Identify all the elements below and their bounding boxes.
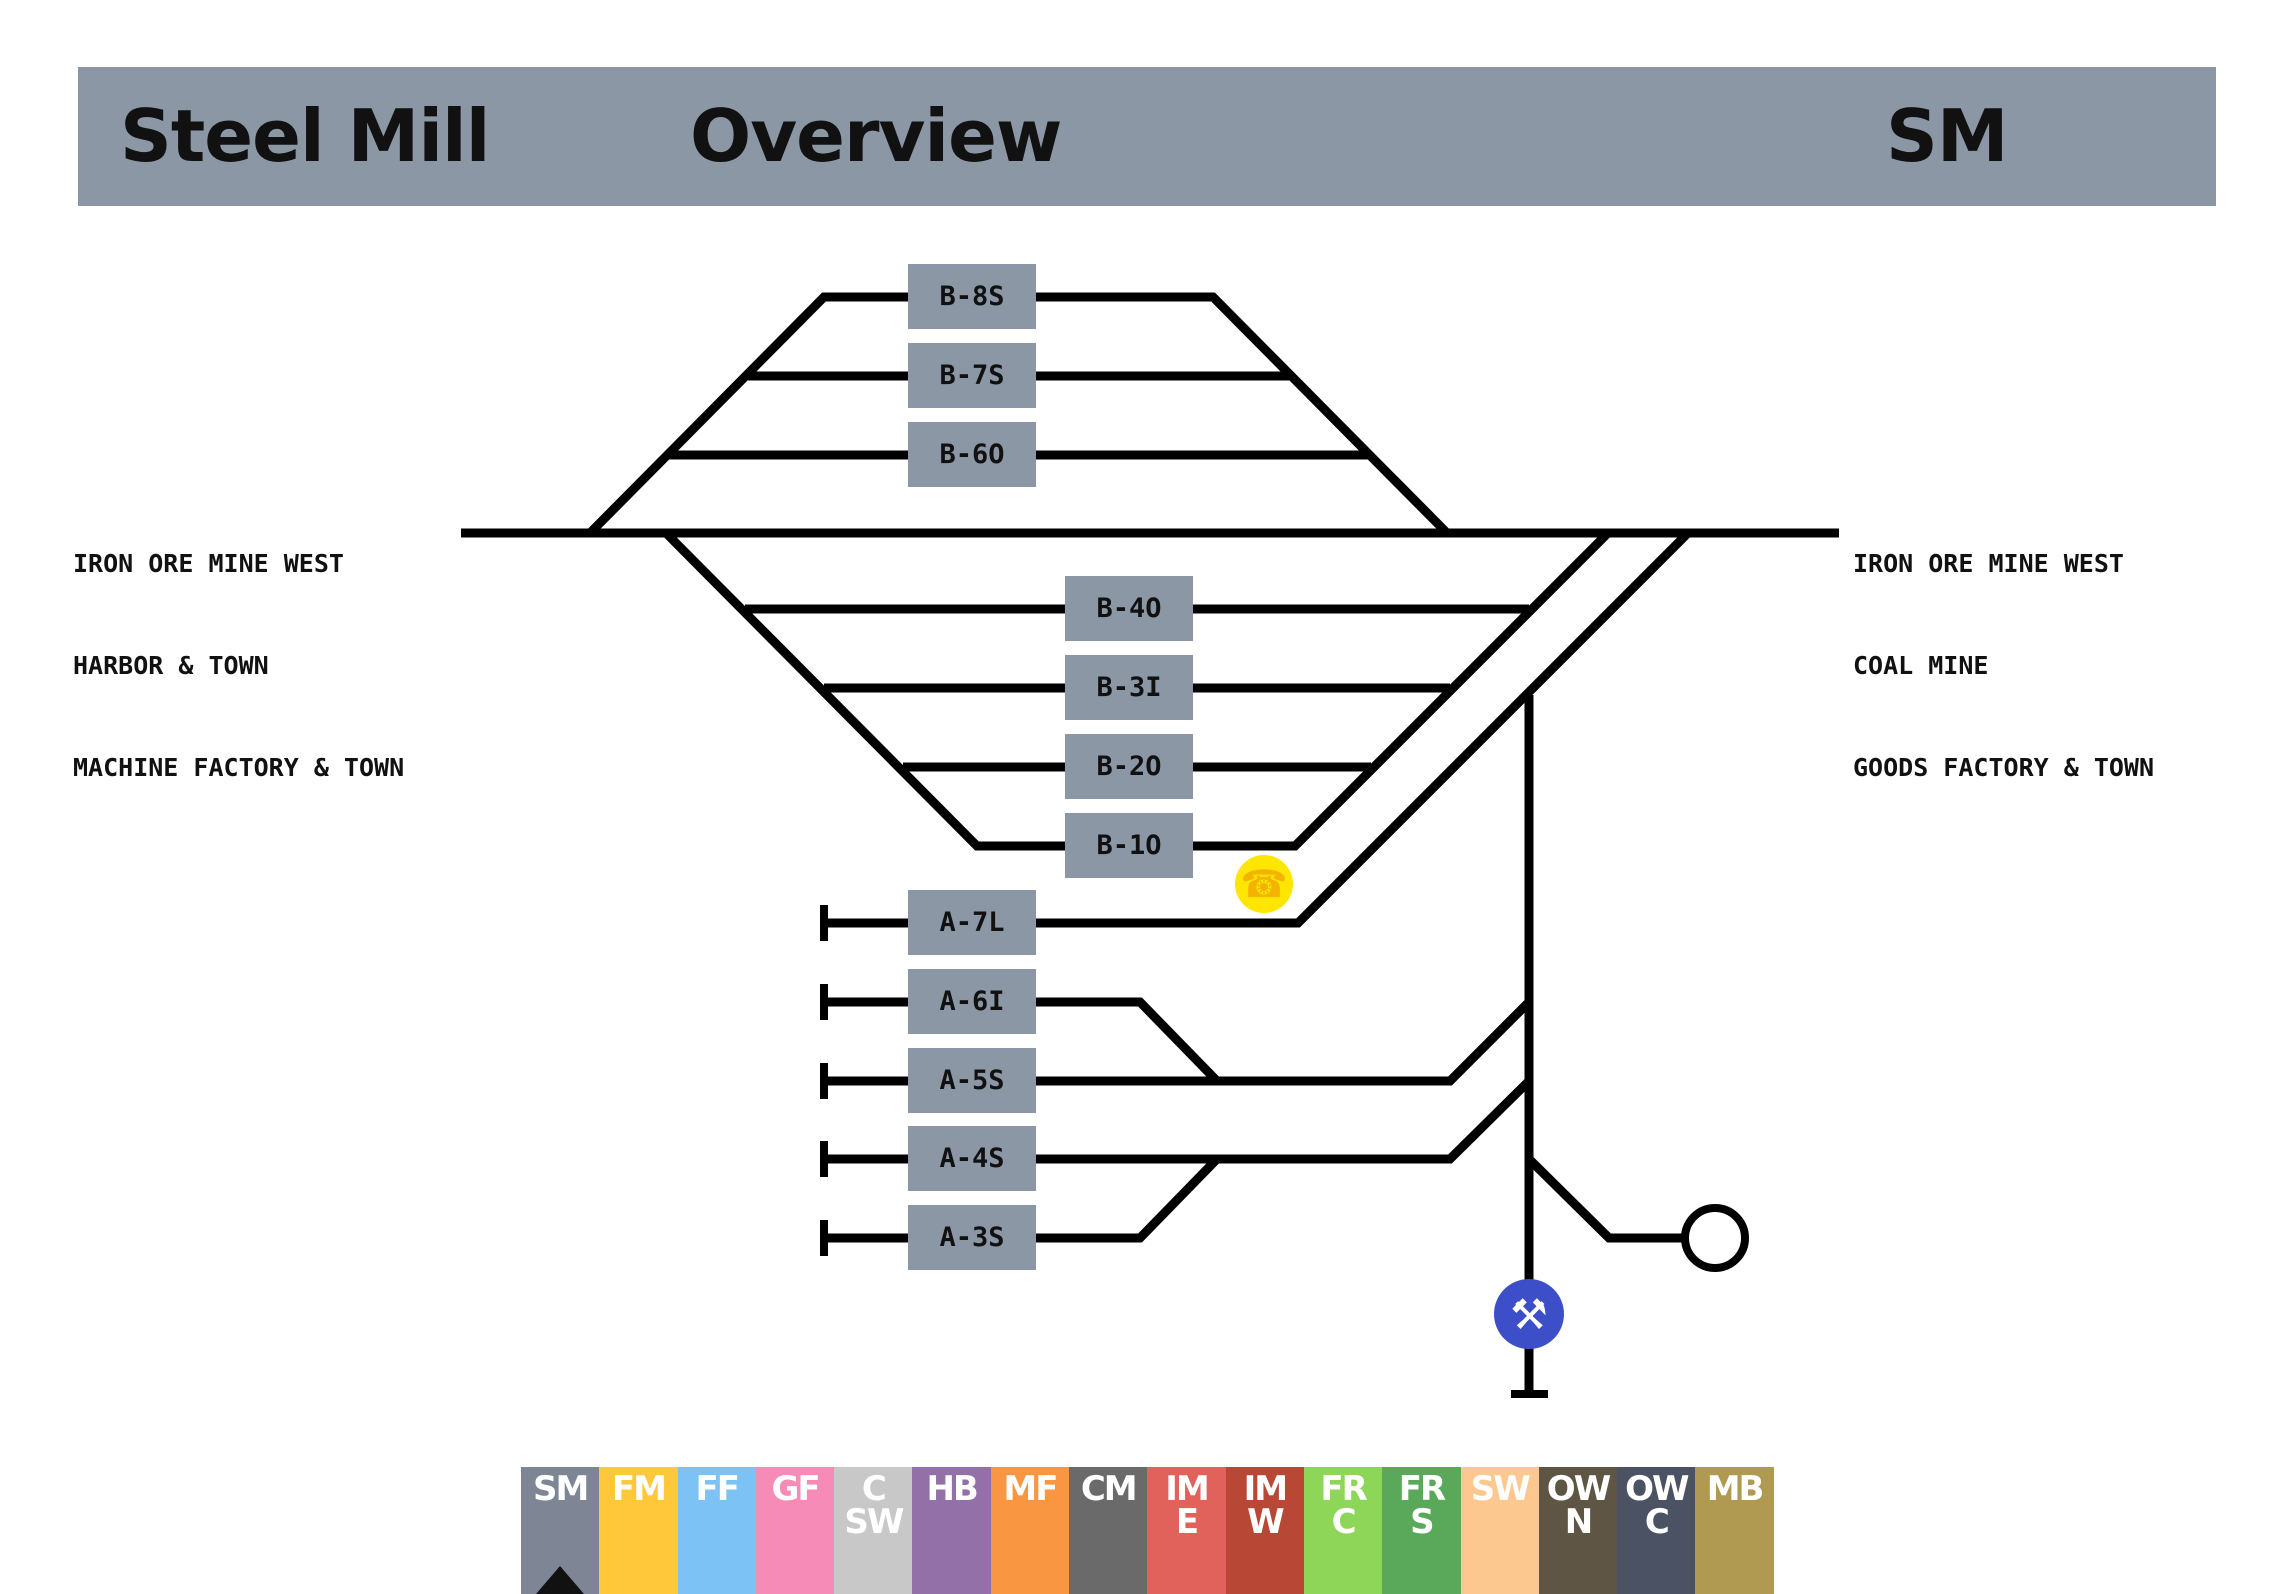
tab-label: C [1331,1502,1357,1542]
track-a3s[interactable]: A-3S [908,1205,1036,1270]
track-a5s[interactable]: A-5S [908,1048,1036,1113]
tab-label: HB [926,1469,978,1509]
track-b7s[interactable]: B-7S [908,343,1036,408]
upper-left-ladder [586,292,1451,537]
page-title: Steel Mill [120,94,490,178]
tab-label: E [1175,1502,1199,1542]
tab-mf[interactable]: MF [990,1467,1070,1594]
track-a7l[interactable]: A-7L [908,890,1036,955]
tab-label: FF [695,1469,740,1509]
phone-icon[interactable]: ☎ [1235,855,1293,913]
destination-label: HARBOR & TOWN [73,651,269,680]
tab-label: IM [1165,1469,1210,1509]
tab-gf[interactable]: GF [755,1467,835,1594]
destinations-left: IRON ORE MINE WEST HARBOR & TOWN MACHINE… [73,479,404,819]
destinations-right: IRON ORE MINE WEST COAL MINE GOODS FACTO… [1853,479,2154,819]
track-a4s[interactable]: A-4S [908,1126,1036,1191]
destination-label: COAL MINE [1853,651,1989,680]
tab-label: S [1410,1502,1434,1542]
tab-label: IM [1243,1469,1289,1509]
destination-label: IRON ORE MINE WEST [1853,549,2124,578]
tools-icon[interactable]: ⚒ [1494,1279,1564,1349]
header-bar: Steel Mill Overview SM [78,67,2216,206]
tab-label: FR [1398,1469,1446,1509]
station-code: SM [1886,94,2009,178]
tab-label: FM [611,1469,667,1509]
track-b8s[interactable]: B-8S [908,264,1036,329]
tab-label: N [1564,1502,1594,1542]
tab-label: W [1247,1502,1284,1542]
tab-sm[interactable]: SM [521,1467,600,1594]
destination-label: MACHINE FACTORY & TOWN [73,753,405,782]
tab-mb[interactable]: MB [1695,1467,1774,1594]
tab-label: C [861,1469,887,1509]
track-b1o[interactable]: B-1O [1065,813,1193,878]
tab-label: SM [532,1469,589,1509]
tab-sw[interactable]: SW [1460,1467,1539,1594]
destination-label: IRON ORE MINE WEST [73,549,344,578]
destination-label: GOODS FACTORY & TOWN [1853,753,2155,782]
tab-label: CM [1080,1469,1138,1509]
tab-label: SW [1470,1469,1531,1509]
track-a6i[interactable]: A-6I [908,969,1036,1034]
tab-label: GF [771,1469,820,1509]
track-b4o[interactable]: B-4O [1065,576,1193,641]
tab-cm[interactable]: CM [1069,1467,1148,1594]
tab-label: FR [1320,1469,1367,1509]
view-title: Overview [690,94,1062,178]
track-b2o[interactable]: B-2O [1065,734,1193,799]
track-b6o[interactable]: B-6O [908,422,1036,487]
tab-label: C [1644,1502,1670,1542]
active-tab-marker-icon [536,1566,584,1594]
tab-label: OW [1546,1469,1611,1509]
turntable-circle-icon[interactable] [1681,1204,1749,1272]
tab-label: OW [1625,1469,1689,1509]
tab-ff[interactable]: FF [677,1467,756,1594]
track-b3i[interactable]: B-3I [1065,655,1193,720]
tab-fm[interactable]: FM [599,1467,678,1594]
tab-label: MF [1003,1469,1058,1509]
turntable-branch [1525,1155,1684,1243]
tab-hb[interactable]: HB [912,1467,991,1594]
tab-label: SW [844,1502,904,1542]
tab-label: MB [1706,1469,1765,1509]
